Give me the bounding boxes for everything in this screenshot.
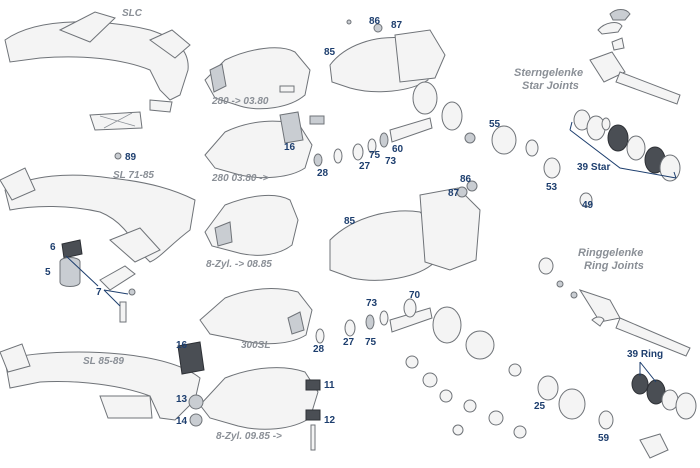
diff-280-late[interactable]: [204, 111, 325, 179]
diff-8-cyl-early[interactable]: [204, 195, 299, 256]
caption-star-de: Sterngelenke: [514, 67, 584, 79]
part-number[interactable]: 59: [598, 433, 610, 444]
part-number[interactable]: 85: [344, 216, 356, 227]
part-number[interactable]: 55: [489, 119, 501, 130]
caption-280-early: 280 -> 03.80: [212, 96, 269, 107]
part-number[interactable]: 25: [534, 401, 546, 412]
part-number[interactable]: 11: [324, 380, 335, 391]
part-number[interactable]: 73: [385, 156, 397, 167]
part-number[interactable]: 53: [546, 182, 558, 193]
part-number[interactable]: 75: [369, 150, 381, 161]
part-number[interactable]: 87: [448, 188, 460, 199]
diff-cover-lower[interactable]: [405, 355, 527, 439]
part-number[interactable]: 6: [50, 242, 56, 253]
part-number[interactable]: 12: [324, 415, 336, 426]
axle-shaft-star[interactable]: [589, 9, 681, 105]
part-number[interactable]: 70: [409, 290, 421, 301]
part-number[interactable]: 86: [460, 174, 472, 185]
part-number[interactable]: 16: [284, 142, 296, 153]
rubber-mount-parts[interactable]: [59, 239, 136, 323]
caption-ring-en: Ring Joints: [584, 260, 644, 272]
caption-ring-de: Ringgelenke: [578, 247, 644, 259]
star-joint-parts[interactable]: [569, 109, 681, 182]
part-number[interactable]: 27: [359, 161, 371, 172]
part-number[interactable]: 60: [392, 144, 404, 155]
caption-8-cyl-early: 8-Zyl. -> 08.85: [206, 259, 272, 270]
diff-housing-lower[interactable]: [329, 180, 481, 281]
part-number[interactable]: 73: [366, 298, 378, 309]
part-number[interactable]: 49: [582, 200, 594, 211]
flange-and-seals-ring[interactable]: [537, 375, 669, 459]
flange-and-seals-star[interactable]: [491, 125, 593, 208]
part-number[interactable]: 28: [313, 344, 325, 355]
subframe-slc[interactable]: [4, 11, 191, 131]
diff-300sl[interactable]: [199, 288, 313, 345]
part-number[interactable]: 7: [96, 287, 102, 298]
part-number[interactable]: 86: [369, 16, 381, 27]
part-number[interactable]: 14: [176, 416, 188, 427]
diff-280-early[interactable]: [204, 47, 311, 110]
diff-cover-upper[interactable]: [329, 19, 476, 144]
ring-joint-parts[interactable]: [631, 361, 697, 420]
part-number[interactable]: 75: [365, 337, 377, 348]
caption-280-late: 280 03.80 ->: [212, 173, 269, 184]
caption-300sl: 300SL: [241, 340, 271, 351]
caption-slc: SLC: [122, 8, 142, 19]
part-number[interactable]: 13: [176, 394, 188, 405]
part-number[interactable]: 85: [324, 47, 336, 58]
pinion-shaft-upper[interactable]: [313, 117, 433, 167]
caption-star-en: Star Joints: [522, 80, 579, 92]
part-number[interactable]: 28: [317, 168, 329, 179]
axle-shaft-ring[interactable]: [538, 257, 691, 357]
caption-sl-71-85: SL 71-85: [113, 170, 154, 181]
part-number[interactable]: 87: [391, 20, 403, 31]
caption-8-cyl-late: 8-Zyl. 09.85 ->: [216, 431, 282, 442]
part-number[interactable]: 27: [343, 337, 355, 348]
part-number[interactable]: 89: [125, 152, 137, 163]
subframe-sl-85-89[interactable]: [0, 343, 201, 421]
caption-sl-85-89: SL 85-89: [83, 356, 124, 367]
diff-8-cyl-late[interactable]: [177, 341, 321, 451]
part-number[interactable]: 5: [45, 267, 51, 278]
pinion-shaft-lower[interactable]: [315, 298, 495, 360]
part-number[interactable]: 16: [176, 340, 188, 351]
subframe-sl-71-85[interactable]: [0, 152, 196, 263]
part-number[interactable]: 39 Star: [577, 162, 611, 173]
part-number[interactable]: 39 Ring: [627, 349, 664, 360]
